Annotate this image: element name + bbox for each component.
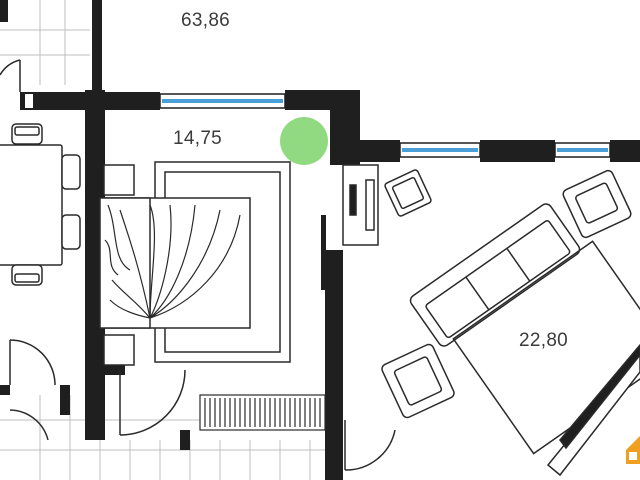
tiled-floor-top bbox=[0, 0, 90, 85]
sofa-icon bbox=[409, 203, 640, 455]
room-area-living-hall: 63,86 bbox=[181, 10, 231, 31]
room-area-living-room: 22,80 bbox=[519, 330, 569, 351]
room-area-bedroom: 14,75 bbox=[173, 128, 223, 149]
bed-icon bbox=[99, 164, 251, 366]
logo-icon bbox=[626, 436, 640, 464]
wardrobe-icon bbox=[321, 215, 326, 290]
radiator-icon bbox=[199, 394, 326, 431]
windows bbox=[25, 93, 611, 158]
armchair-icon bbox=[381, 169, 632, 419]
dining-table-icon bbox=[0, 123, 81, 286]
door-swing-icon bbox=[0, 59, 396, 471]
desk-icon bbox=[342, 164, 379, 246]
location-marker bbox=[280, 117, 328, 165]
tv-console bbox=[546, 343, 640, 477]
